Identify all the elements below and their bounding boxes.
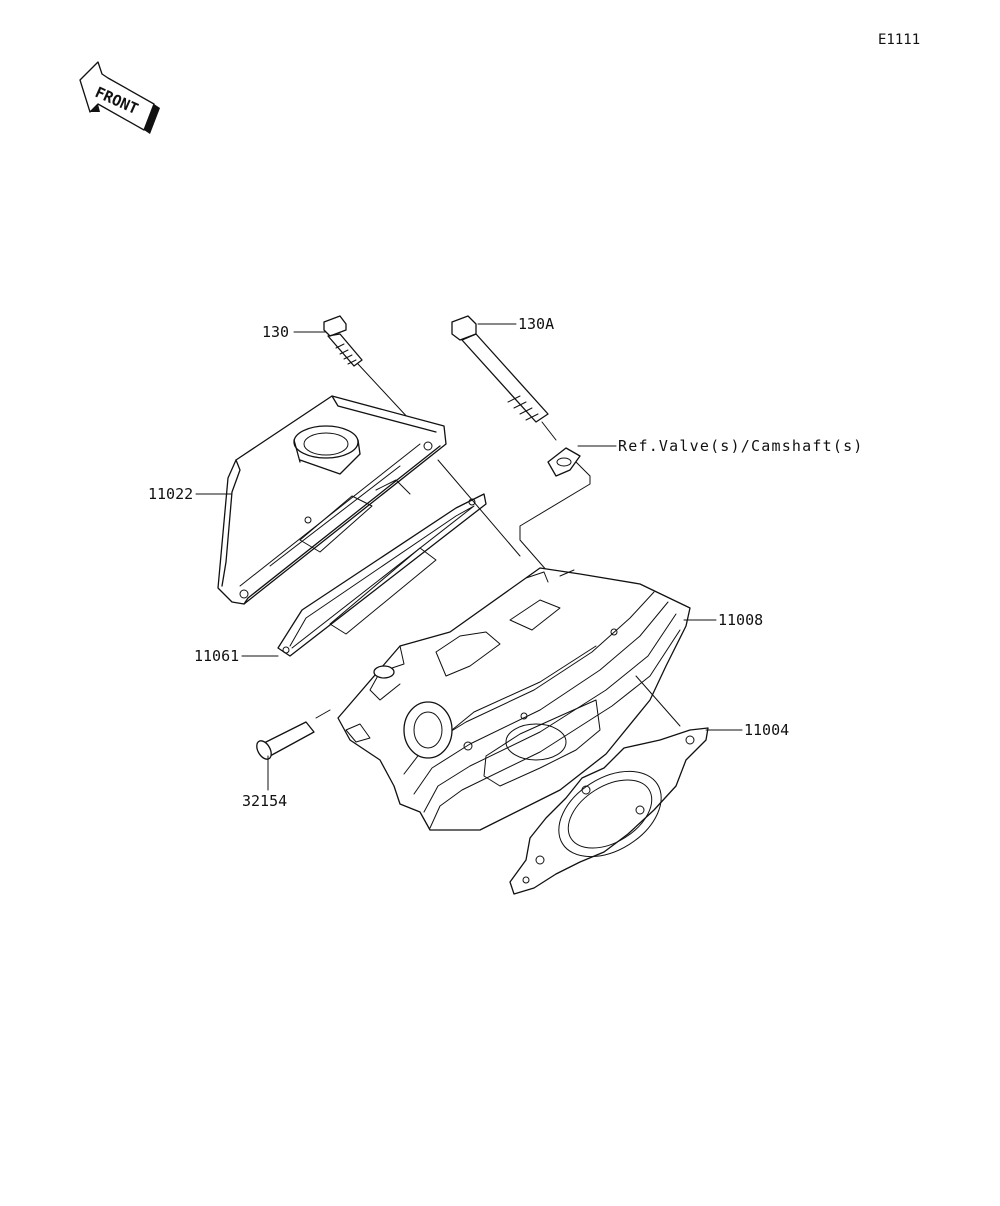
dowel-pin-32154: [256, 709, 331, 760]
valve-washer: [519, 447, 591, 573]
cylinder-head-11008: [337, 567, 691, 831]
label-11004: 11004: [744, 721, 789, 739]
bolt-130: [323, 315, 411, 421]
label-11022: 11022: [148, 485, 193, 503]
label-32154: 32154: [242, 792, 287, 810]
label-ref-valve-camshaft: Ref.Valve(s)/Camshaft(s): [618, 437, 864, 455]
head-cover-11022: [217, 395, 447, 605]
diagram-code: E1111: [878, 32, 920, 48]
leader-lines: [195, 323, 743, 791]
label-11061: 11061: [194, 647, 239, 665]
bolt-130a: [451, 315, 557, 441]
gasket-11061: [277, 459, 521, 657]
label-11008: 11008: [718, 611, 763, 629]
label-130: 130: [262, 323, 289, 341]
part-labels: 130 130A Ref.Valve(s)/Camshaft(s) 11022 …: [148, 315, 864, 810]
front-arrow-icon: FRONT: [79, 61, 160, 134]
head-gasket-11004: [509, 675, 709, 895]
label-130a: 130A: [518, 315, 554, 333]
